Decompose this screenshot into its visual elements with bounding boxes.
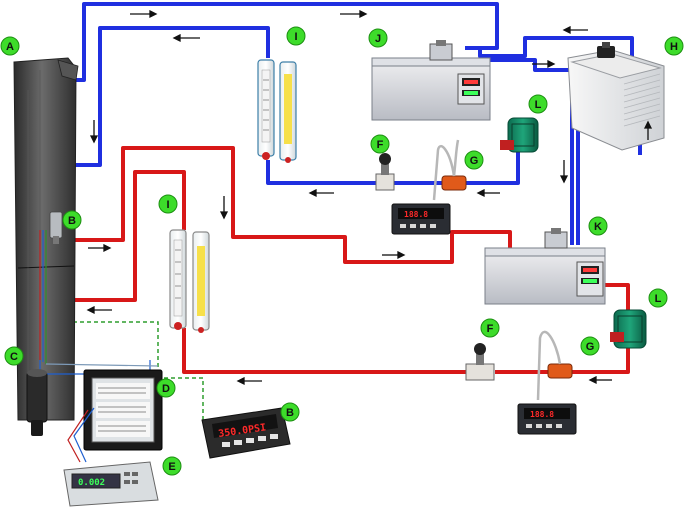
arrow-right-icon — [382, 250, 406, 260]
badge-letter: B — [68, 215, 76, 227]
badge-d: D — [156, 378, 176, 398]
badge-l-top: L — [528, 94, 548, 114]
badge-f-top: F — [370, 134, 390, 154]
arrow-down-icon — [219, 196, 229, 220]
badge-g-top: G — [464, 150, 484, 170]
badge-letter: F — [377, 139, 384, 151]
badge-letter: J — [375, 33, 381, 45]
badge-e: E — [162, 456, 182, 476]
badge-letter: A — [6, 41, 14, 53]
arrow-right-icon — [532, 59, 556, 69]
badge-i-bottom: I — [158, 194, 178, 214]
rotameter-bottom — [169, 229, 210, 333]
arrow-left-icon — [588, 375, 612, 385]
flow-display-top: 188.8 — [391, 203, 451, 235]
rotameter-top — [257, 59, 297, 163]
badge-f-bottom: F — [480, 318, 500, 338]
badge-c: C — [4, 346, 24, 366]
badge-letter: L — [655, 293, 662, 305]
needle-valve-top — [375, 153, 395, 191]
arrow-left-icon — [172, 33, 200, 43]
hot-loop-piping — [70, 146, 630, 374]
badge-b-meter: B — [280, 402, 300, 422]
pressure-indicator: 350.0PSI — [201, 407, 291, 459]
badge-letter: L — [535, 99, 542, 111]
label-badges: A B C D E B I I J H L F G K L F G — [0, 26, 684, 476]
cold-water-tank — [371, 40, 491, 121]
arrow-up-icon — [643, 120, 653, 140]
arrow-left-icon — [476, 188, 500, 198]
badge-letter: G — [470, 155, 479, 167]
circulation-pump-top — [500, 117, 539, 153]
arrow-left-icon — [562, 25, 588, 35]
badge-letter: I — [166, 199, 169, 211]
flow-sensor-bottom — [536, 330, 573, 401]
flow-sensor-top — [432, 139, 467, 201]
chart-recorder — [83, 369, 163, 451]
badge-letter: G — [586, 341, 595, 353]
hot-water-tank — [484, 228, 606, 305]
digital-multimeter: 0.002 — [63, 407, 159, 507]
badge-letter: I — [294, 31, 297, 43]
flow-display-bottom: 188.8 — [517, 403, 577, 435]
arrow-right-icon — [88, 243, 112, 253]
badge-letter: K — [594, 221, 602, 233]
chiller-unit — [567, 42, 665, 151]
flow-readout-bottom: 188.8 — [530, 410, 554, 419]
badge-i-top: I — [286, 26, 306, 46]
badge-h: H — [664, 36, 684, 56]
flow-arrows — [86, 9, 653, 386]
flow-readout-top: 188.8 — [404, 210, 428, 219]
temperature-probe — [26, 369, 48, 436]
badge-letter: D — [162, 383, 170, 395]
badge-letter: B — [286, 407, 294, 419]
cold-loop-piping — [74, 2, 642, 245]
badge-l-bottom: L — [648, 288, 668, 308]
badge-letter: C — [10, 351, 18, 363]
needle-valve-bottom — [465, 343, 495, 381]
badge-b-transducer: B — [62, 210, 82, 230]
arrow-right-icon — [340, 9, 368, 19]
pressure-transducer — [49, 211, 63, 244]
badge-letter: E — [168, 461, 175, 473]
badge-j: J — [368, 28, 388, 48]
badge-a: A — [0, 36, 20, 56]
badge-letter: H — [670, 41, 678, 53]
arrow-right-icon — [130, 9, 158, 19]
circulation-pump-bottom — [610, 309, 647, 349]
multimeter-readout: 0.002 — [78, 478, 105, 488]
badge-g-bottom: G — [580, 336, 600, 356]
arrow-down-icon — [559, 160, 569, 184]
badge-letter: F — [487, 323, 494, 335]
arrow-left-icon — [236, 376, 262, 386]
arrow-down-icon — [89, 120, 99, 144]
arrow-left-icon — [86, 305, 112, 315]
badge-k: K — [588, 216, 608, 236]
arrow-left-icon — [308, 188, 334, 198]
